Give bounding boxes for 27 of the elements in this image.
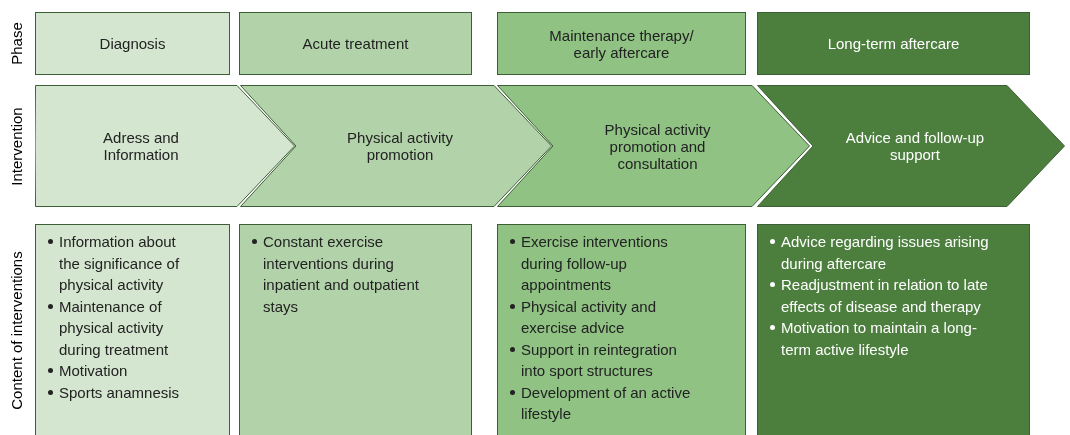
bullet-point: Readjustment in relation to late effects of disease and therapy (770, 274, 989, 317)
bullet-point: Motivation to maintain a long-term active lifestyle (770, 317, 989, 360)
bullet-point: Maintenance of physical activity during treatment (48, 295, 189, 360)
bullet-point: Constant exercise interventions during inpatient and outpatient stays (252, 231, 431, 317)
row-label: Phase (7, 21, 25, 65)
bullet-point: Motivation (48, 360, 189, 382)
content-panel (757, 224, 1030, 435)
chevron-label: Advice and follow-up support (844, 129, 986, 163)
phase-header: Acute treatment (239, 12, 472, 75)
bullet-point: Sports anamnesis (48, 381, 189, 403)
bullet-point: Support in reintegration into sport structures (510, 338, 705, 382)
bullet-point: Exercise interventions during follow-up appointments (510, 231, 705, 296)
bullet-point: Development of an active lifestyle (510, 381, 705, 425)
phase-header: Maintenance therapy/ early aftercare (497, 12, 746, 75)
row-label: Content of interventions (7, 250, 25, 410)
phase-header: Long-term aftercare (757, 12, 1030, 75)
bullet-point: Information about the significance of physical activity (48, 231, 189, 296)
content-panel (35, 224, 230, 435)
row-label: Intervention (7, 106, 25, 186)
phase-header: Diagnosis (35, 12, 230, 75)
content-panel (239, 224, 472, 435)
content-panel (497, 224, 746, 435)
bullet-point: Physical activity and exercise advice (510, 295, 705, 339)
chevron-label: Physical activity promotion (346, 129, 454, 163)
bullet-point: Advice regarding issues arising during aftercare (770, 231, 989, 274)
chevron-label: Adress and Information (102, 129, 180, 163)
chevron-label: Physical activity promotion and consultation (603, 120, 712, 172)
